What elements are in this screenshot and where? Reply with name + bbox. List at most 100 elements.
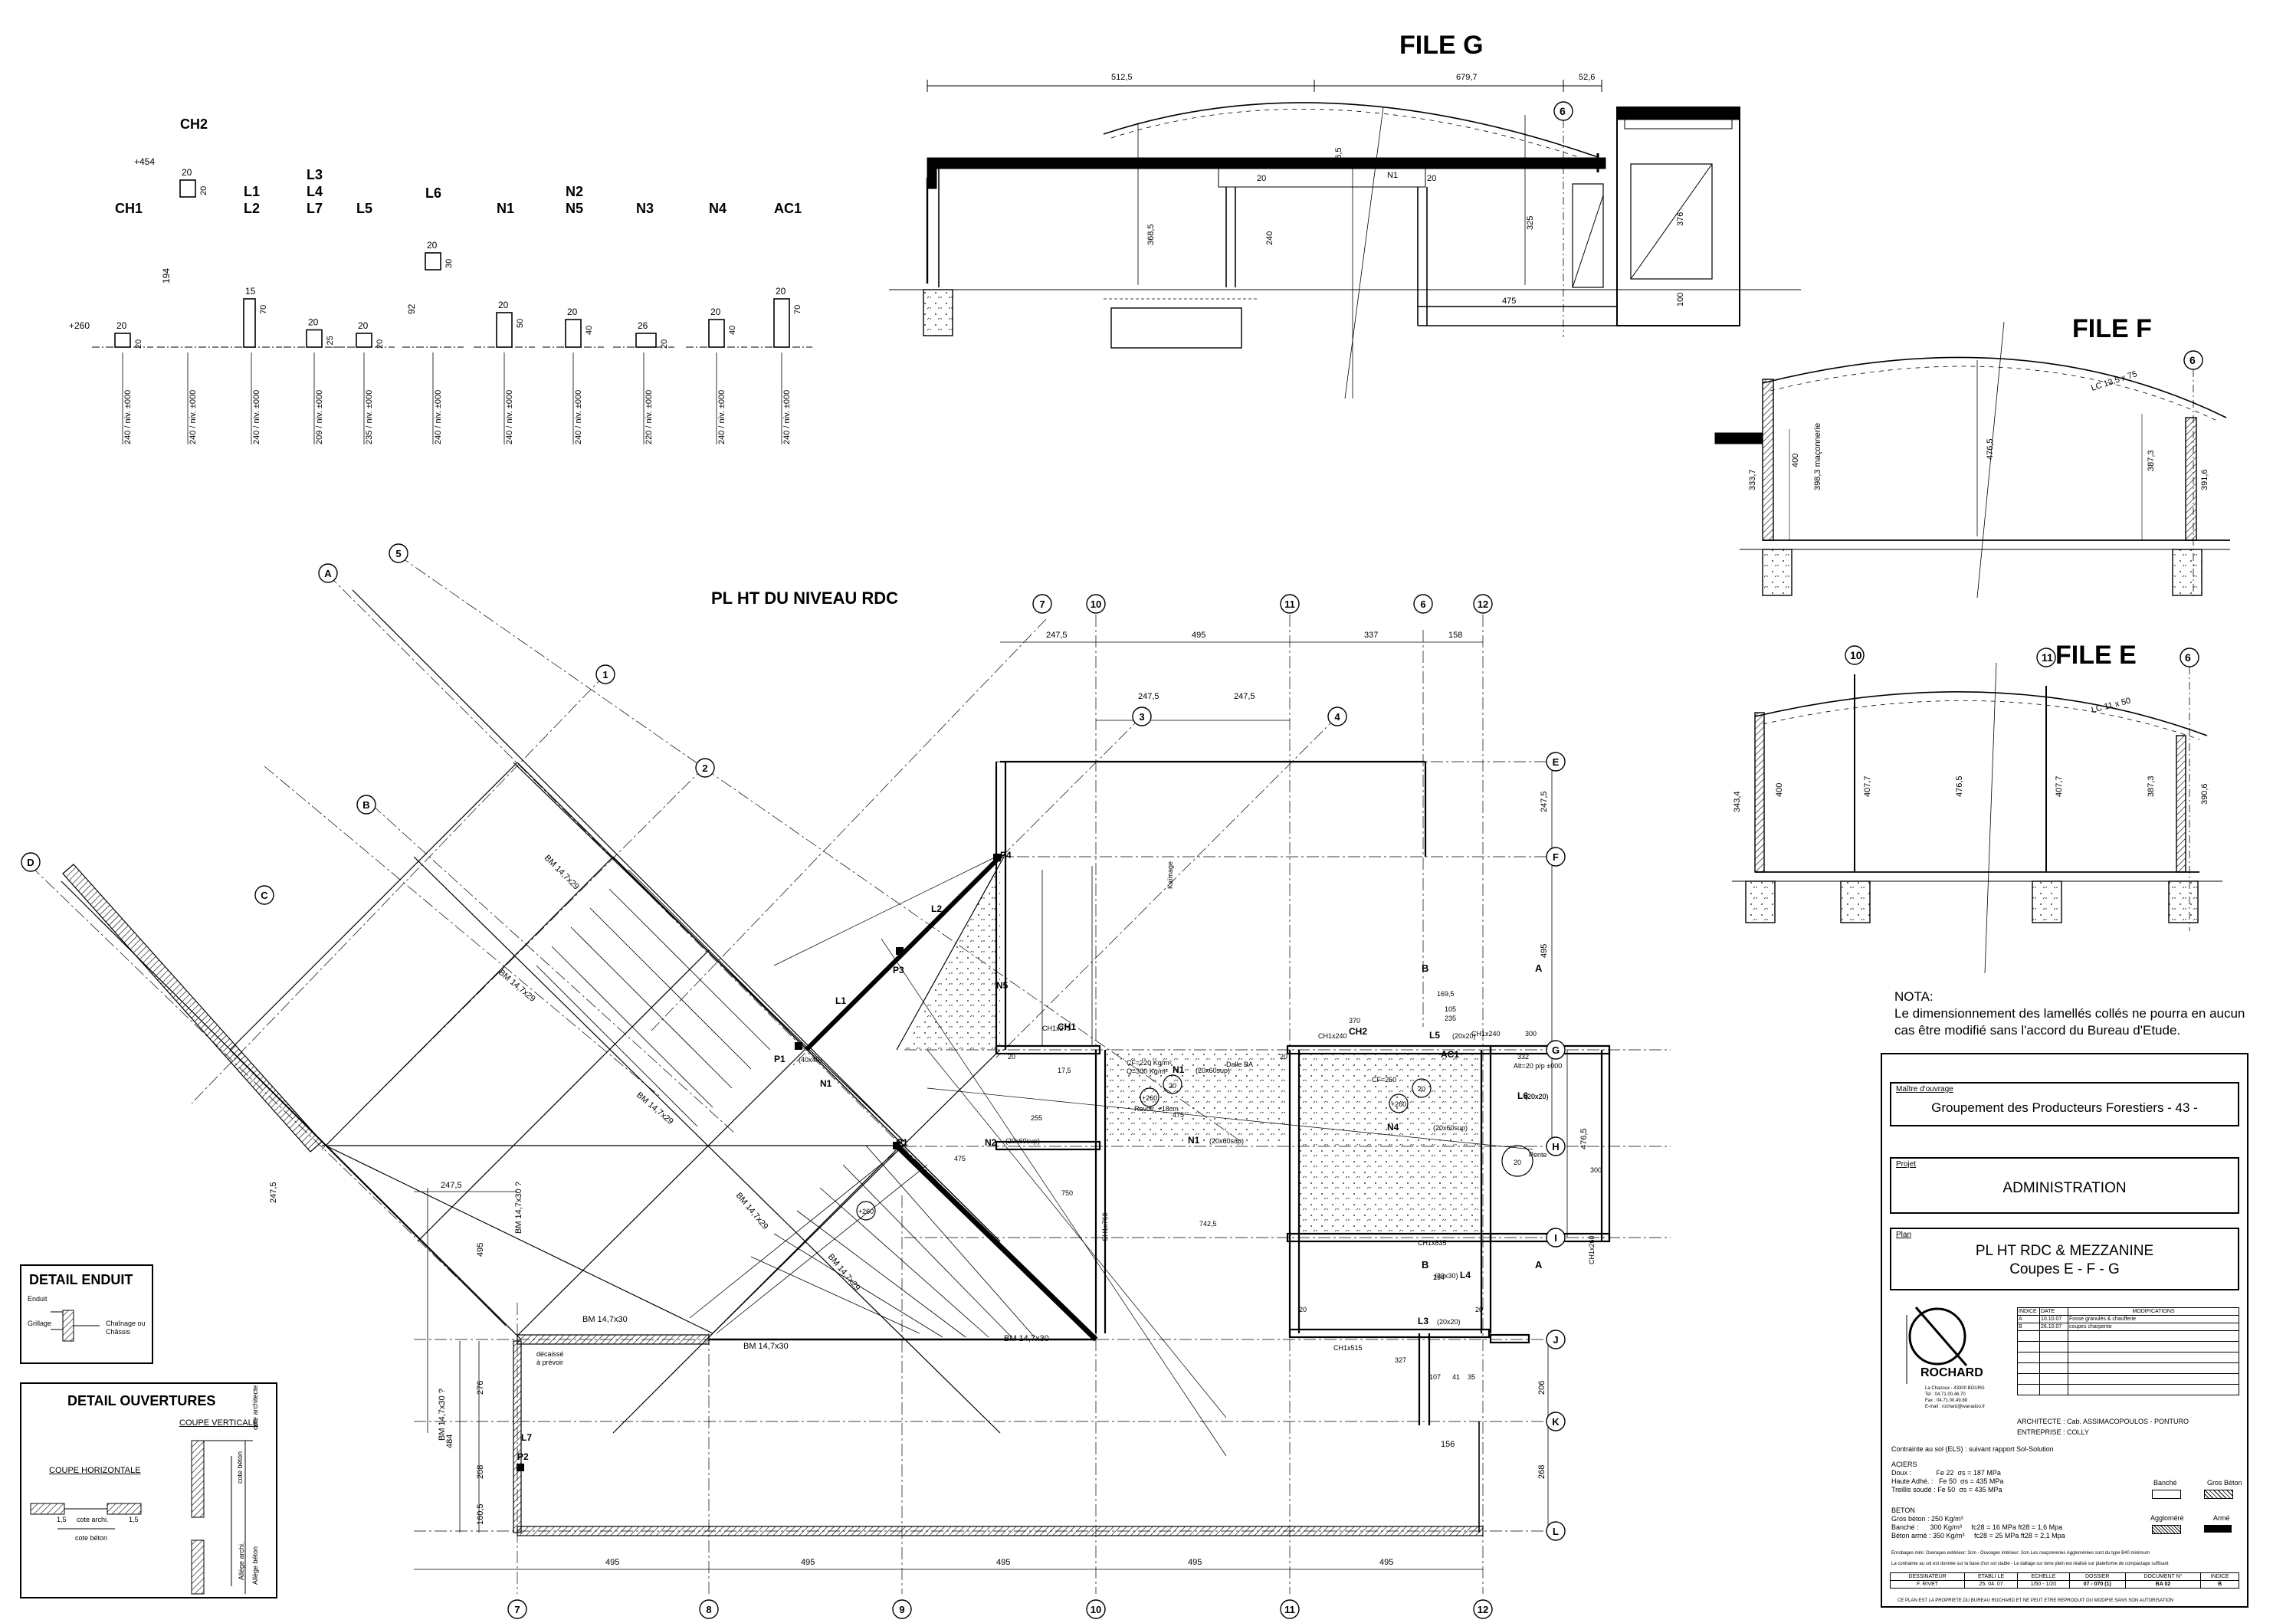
grid-bubble <box>1546 1330 1566 1349</box>
grid-bubble-label: 1 <box>602 669 608 680</box>
member-note: (20x60sup) <box>1209 1137 1244 1145</box>
section-f-label: 391,6 <box>2200 469 2209 490</box>
beam-label: BM 14,7x29 <box>543 854 581 892</box>
modifications-table: INDICE DATE MODIFICATIONS A 10.10.07 Fos… <box>2017 1307 2239 1395</box>
info-header: ETABLI LE <box>1964 1572 2019 1581</box>
plan-note: CF=220 Kg/m² <box>1127 1059 1172 1067</box>
plan-misc-label: 332 <box>1517 1053 1529 1061</box>
section-mark: B <box>1422 962 1428 974</box>
opening-label: CH1x260 <box>1588 1235 1596 1264</box>
lintel-code: L5 <box>356 201 372 216</box>
section-f-label: 476,5 <box>1986 438 1995 460</box>
legend-label: Banché <box>2153 1479 2177 1487</box>
section-g-label: 20 <box>1257 174 1266 183</box>
lintel-section-shape <box>773 298 790 348</box>
plan-dim-bottom: 495 <box>605 1558 619 1567</box>
lintel-section-shape <box>306 329 323 348</box>
grid-bubble <box>1546 1136 1566 1156</box>
plan-dim-top: 247,5 <box>1234 692 1255 701</box>
lintel-extra: 92 <box>406 303 417 314</box>
mod-header: INDICE <box>2017 1307 2040 1316</box>
grid-bubble-label: 2 <box>702 762 707 774</box>
member-label: P1 <box>774 1054 786 1064</box>
info-cell: 25. 04. 07 <box>1964 1580 2019 1589</box>
opening-label: CH1x275 <box>1042 1025 1071 1032</box>
section-e-label: 390,6 <box>2200 783 2209 805</box>
grid-bubble-label: 11 <box>2042 651 2053 664</box>
grid-bubble-label: A <box>324 568 332 579</box>
member-label: CH1 <box>1058 1021 1076 1032</box>
section-mark: A <box>1535 1259 1543 1271</box>
opening-label: CH1x240 <box>1318 1032 1347 1040</box>
grid-bubble-label: 10 <box>1850 649 1862 661</box>
plan-dim-left: 495 <box>476 1243 485 1257</box>
section-f-label: 333,7 <box>1748 469 1757 490</box>
coupe-horizontale-label: COUPE HORIZONTALE <box>49 1466 141 1475</box>
grid-bubble-label: 10 <box>1091 1604 1101 1615</box>
member-label: L4 <box>1460 1270 1471 1280</box>
plan-misc-label: 475 <box>1173 1111 1184 1119</box>
plan-line2: Coupes E - F - G <box>2009 1261 2120 1277</box>
section-g-label: 240 <box>1265 231 1274 245</box>
nota-text: Le dimensionnement des lamellés collés n… <box>1894 1006 2245 1038</box>
title-file-g: FILE G <box>1399 31 1484 60</box>
company-address: La Chazoux - 43300 BOURG Tel : 04.71.00.… <box>1925 1386 1986 1409</box>
lintel-code: N4 <box>709 201 727 216</box>
lintel-depth: 70 <box>259 305 268 314</box>
section-mark: B <box>1422 1259 1428 1271</box>
level-marker-label: +260 <box>1142 1094 1157 1102</box>
grid-bubble <box>507 1599 527 1619</box>
grid-bubble <box>1132 707 1152 726</box>
plan-misc-label: 475 <box>954 1155 966 1162</box>
detail-label: cote archi. <box>77 1516 109 1523</box>
grid-bubble <box>1546 1228 1566 1248</box>
grid-bubble <box>1546 1521 1566 1541</box>
nota-block: NOTA: Le dimensionnement des lamellés co… <box>1894 989 2255 1039</box>
section-mark: A <box>1535 962 1543 974</box>
mod-cell: 26.10.07 <box>2039 1323 2068 1331</box>
lintel-level-text: 209 / niv. ±000 <box>315 390 324 444</box>
lintel-code: CH1 <box>115 201 143 216</box>
plan-dim-left: 208 <box>476 1465 485 1479</box>
grid-bubble <box>1327 707 1347 726</box>
maitre-ouvrage-label: Maître d'ouvrage <box>1896 1085 1953 1093</box>
lintel-depth: 25 <box>326 336 335 345</box>
grid-bubble-label: I <box>1554 1232 1557 1244</box>
grid-bubble-label: 5 <box>395 548 401 559</box>
info-header: ECHELLE <box>2017 1572 2070 1581</box>
table-row: F. RIVET 25. 04. 07 1/50 - 1/20 07 - 070… <box>1889 1580 2239 1589</box>
plan-dim-top: 495 <box>1192 631 1205 640</box>
member-label: L1 <box>835 995 846 1006</box>
section-g-label: 100 <box>1676 293 1685 307</box>
info-header: DOSSIER <box>2068 1572 2126 1581</box>
lintel-level: +454 <box>134 156 155 167</box>
detail-enduit-drawing <box>51 1310 100 1342</box>
detail-label: 1,5 <box>129 1516 139 1523</box>
projet-label: Projet <box>1896 1160 1917 1169</box>
plan-note: Kaïmage <box>1166 861 1174 889</box>
grid-bubble-label: D <box>27 857 34 868</box>
legend-swatch <box>2152 1490 2181 1499</box>
grid-bubble-label: 4 <box>1334 711 1340 723</box>
level-marker-label: 20 <box>1514 1159 1521 1166</box>
plan-misc-label: 20 <box>1299 1306 1307 1313</box>
lintel-depth: 30 <box>444 259 454 268</box>
section-g-dim: 52,6 <box>1579 73 1595 82</box>
lintel-level-text: 240 / niv. ±000 <box>505 390 514 444</box>
level-marker-label: +260 <box>1391 1100 1406 1108</box>
section-e-label: 343,4 <box>1733 791 1742 812</box>
grid-bubble <box>1280 1599 1300 1619</box>
note-sol-text: La contrainte au sol est donnée sur la b… <box>1891 1562 2169 1566</box>
info-cell: 07 - 070 (1) <box>2068 1580 2126 1589</box>
lintel-code: AC1 <box>774 201 802 216</box>
plan-dim-right: 206 <box>1537 1381 1547 1395</box>
plan-dim-left: 484 <box>445 1434 454 1448</box>
lintel-width: 20 <box>308 317 319 328</box>
mod-cell: coupes charpente <box>2068 1323 2239 1331</box>
coupe-verticale-label: COUPE VERTICALE <box>179 1418 259 1428</box>
member-label: L7 <box>521 1432 532 1443</box>
title-block: Maître d'ouvrage Groupement des Producte… <box>1881 1053 2248 1608</box>
member-label: CH2 <box>1349 1026 1367 1037</box>
plan-misc-label: 300 <box>1590 1166 1602 1174</box>
